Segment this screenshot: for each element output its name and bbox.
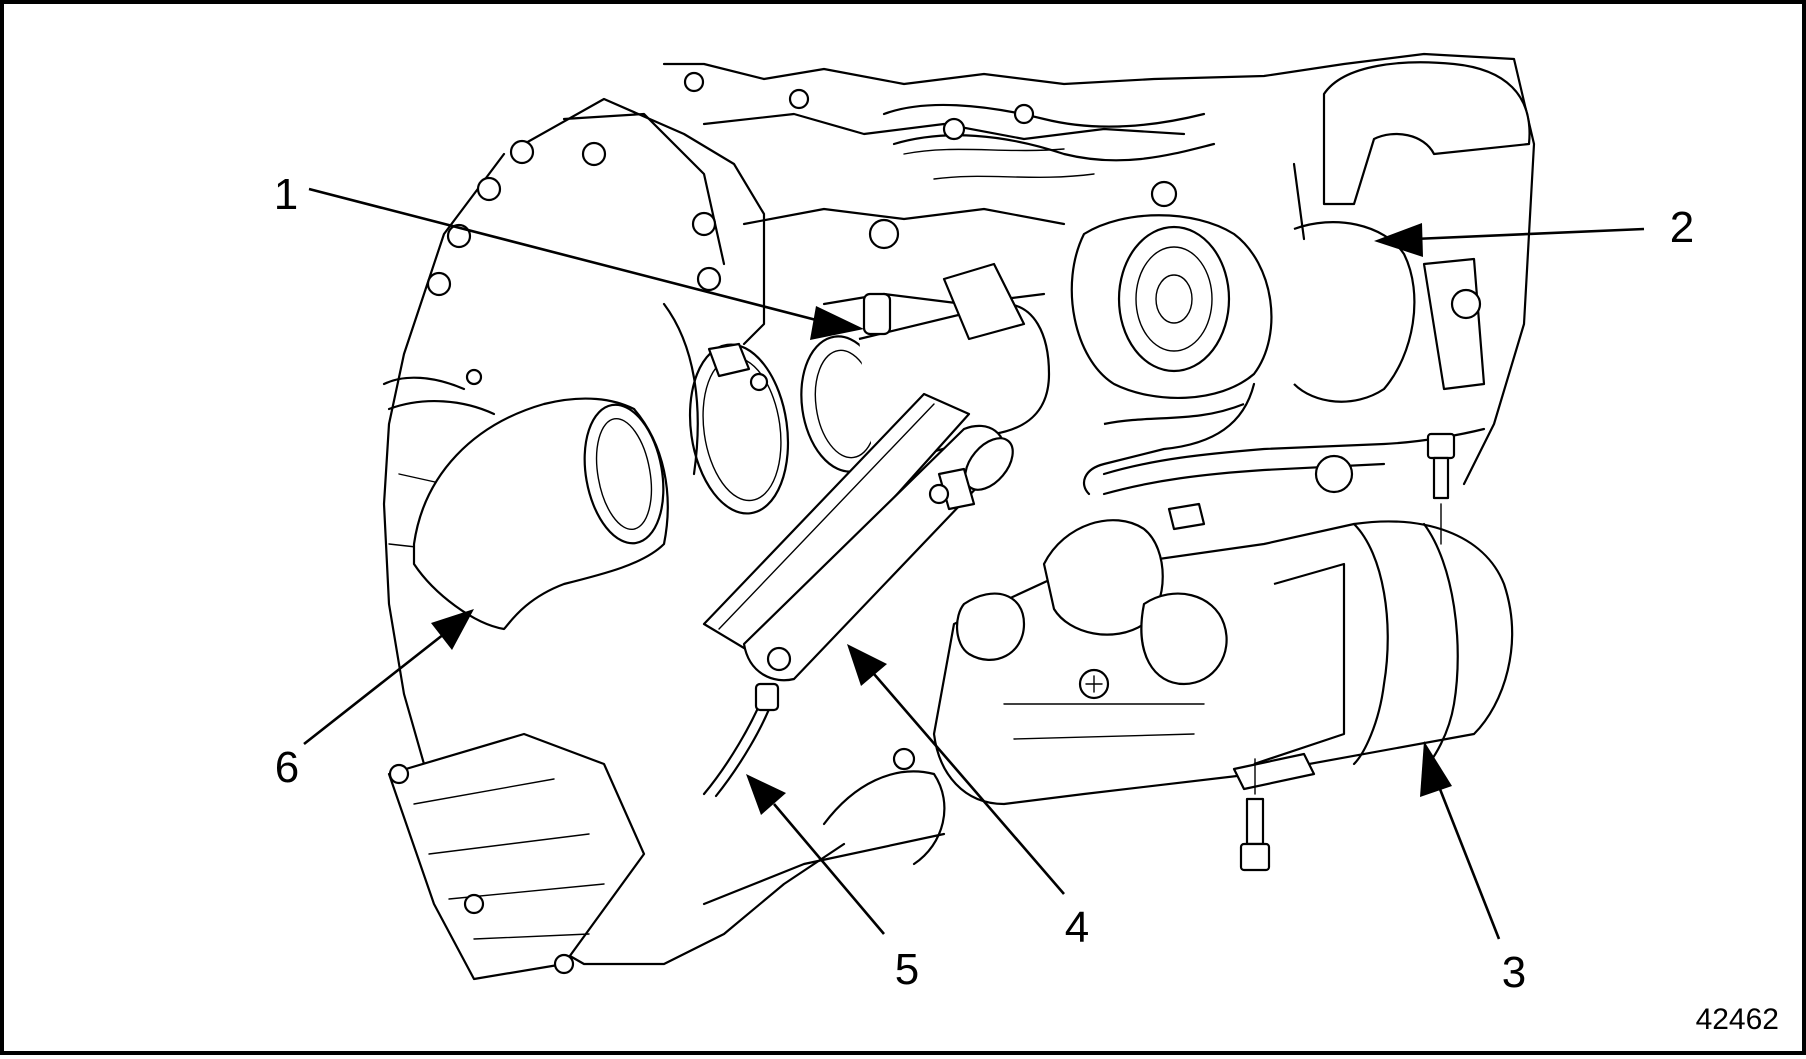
exhaust-elbow xyxy=(412,397,669,631)
arrowhead-4 xyxy=(847,644,887,686)
arrowhead-1 xyxy=(810,306,864,340)
arrowhead-6 xyxy=(431,609,474,650)
leader-1 xyxy=(308,187,825,324)
callout-1: 1 xyxy=(274,170,298,219)
wire-lead xyxy=(702,682,780,798)
dryer-unit xyxy=(702,392,1014,682)
engine-line-drawing: 1 2 3 4 5 6 42462 xyxy=(274,52,1779,1036)
housing-lower xyxy=(702,747,946,906)
callout-2: 2 xyxy=(1670,203,1694,252)
callout-4: 4 xyxy=(1065,903,1089,952)
leader-5 xyxy=(773,803,885,935)
callout-leaders xyxy=(303,187,1645,940)
arrowhead-5 xyxy=(746,774,786,815)
arrowhead-2 xyxy=(1374,223,1423,257)
leader-2 xyxy=(1413,227,1645,241)
leader-6 xyxy=(303,632,445,746)
bell-housing-ring xyxy=(387,732,646,981)
callout-labels: 1 2 3 4 5 6 xyxy=(274,170,1694,997)
oil-line xyxy=(1102,427,1486,531)
callout-3: 3 xyxy=(1502,948,1526,997)
turbocharger xyxy=(1070,61,1531,496)
figure-number: 42462 xyxy=(1696,1003,1779,1036)
callout-6: 6 xyxy=(275,743,299,792)
arrowhead-3 xyxy=(1420,741,1452,797)
hose-clamp xyxy=(688,342,790,515)
callout-5: 5 xyxy=(895,945,919,994)
leader-3 xyxy=(1434,778,1501,940)
leader-4 xyxy=(873,673,1065,895)
starter-motor xyxy=(932,432,1514,872)
